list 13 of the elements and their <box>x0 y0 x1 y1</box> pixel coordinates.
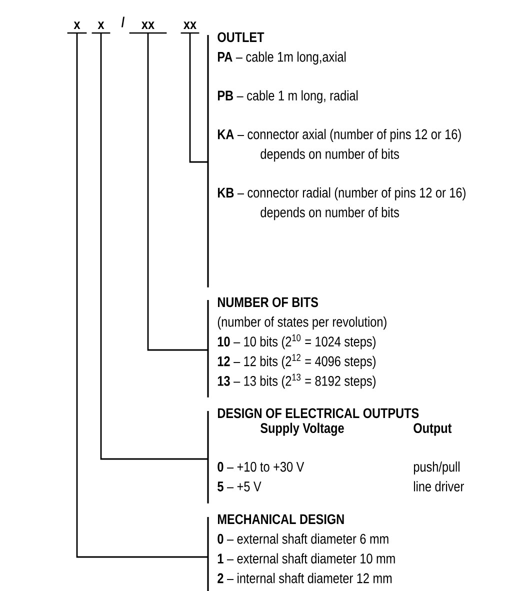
option-section: DESIGN OF ELECTRICAL OUTPUTS Supply Voltage Output 0 – +10 to +30 V push/pull 5 – +5 V line driver <box>207 408 464 504</box>
connector-line <box>189 33 208 163</box>
option-section: MECHANICAL DESIGN 0 – external shaft diameter 6 mm 1 – external shaft diameter 10 mm 2 – internal shaft diameter 12 mm <box>207 514 395 591</box>
code-letter: x <box>92 22 110 34</box>
code-letter: xx <box>180 22 200 34</box>
connector-line <box>76 33 208 558</box>
code-separator: / <box>121 16 125 28</box>
connector-line <box>147 33 208 351</box>
code-letter: x <box>67 22 87 34</box>
option-section: NUMBER OF BITS (number of states per revolution) 10 – 10 bits (2$^{10}$ = 1024 steps) 12 – 12 bits (2$^{12}$ = 4096 steps) 13 – 13 bits (2$^{13}$ = 8192 steps) <box>207 297 386 398</box>
code-letter: xx <box>129 22 167 34</box>
connector-line <box>100 33 208 460</box>
option-section: OUTLET PA – cable 1m long,axial PB – cable 1 m long, radial KA – connector axial (number of pins 12 or 16) depends on number of bits KB – connector radial (number of pins 12 or 16) depends on number of bits <box>207 32 466 288</box>
